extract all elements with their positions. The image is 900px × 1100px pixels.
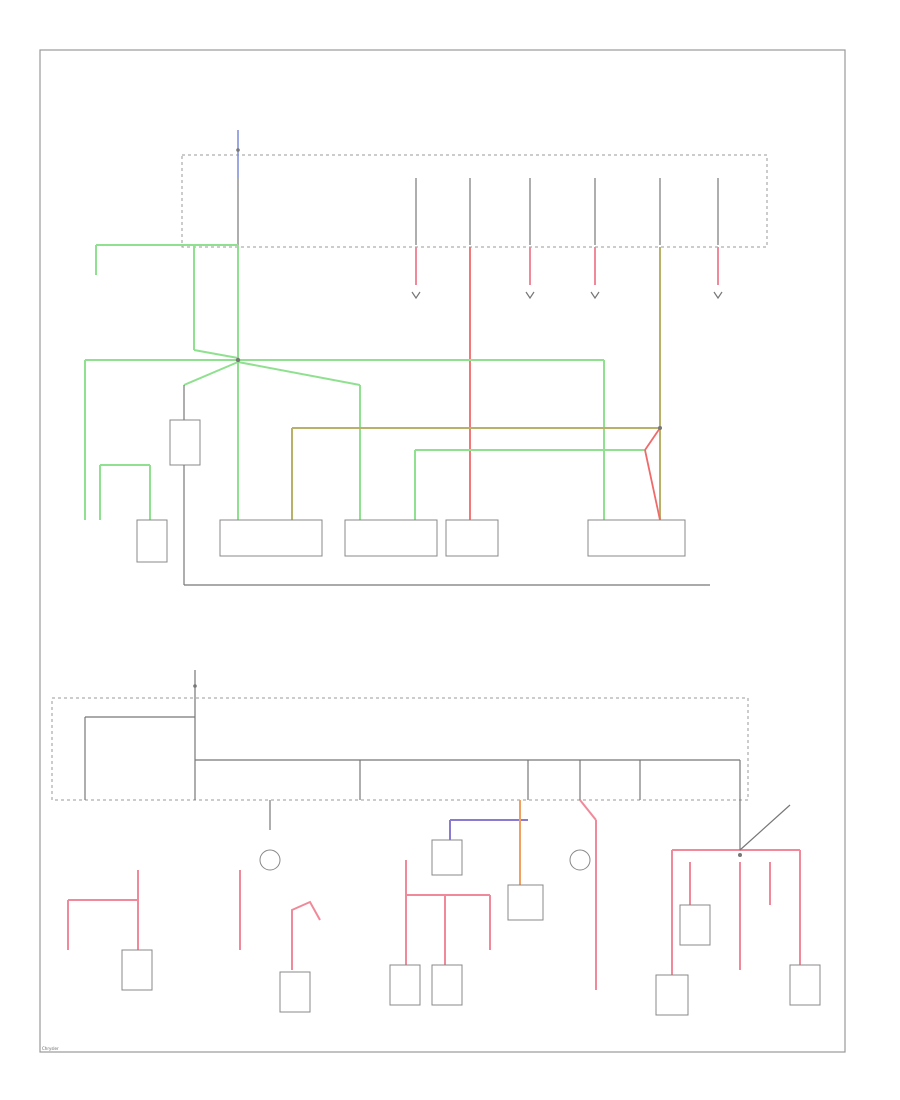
relay-component-1 <box>169 419 201 466</box>
top-fuse-taps <box>415 178 719 245</box>
component-a-c-compressor-clutch <box>219 519 323 557</box>
diagram-frame <box>39 49 846 1053</box>
junction-block-box <box>51 697 749 801</box>
component-trailer <box>136 519 168 563</box>
component-fuel-pump-relay <box>587 519 686 557</box>
green-wire-network <box>84 244 645 520</box>
junction-bus <box>84 716 741 830</box>
footer-code: Chrysler <box>42 1046 59 1051</box>
bottom-wire-network <box>67 799 801 990</box>
component-starter-relay <box>445 519 499 557</box>
power-distribution-center-box <box>181 154 768 248</box>
component-blower-relay <box>344 519 438 557</box>
bottom-components <box>121 839 821 1016</box>
fuse-output-grounds <box>411 291 723 300</box>
olive-wire-network <box>291 426 662 521</box>
